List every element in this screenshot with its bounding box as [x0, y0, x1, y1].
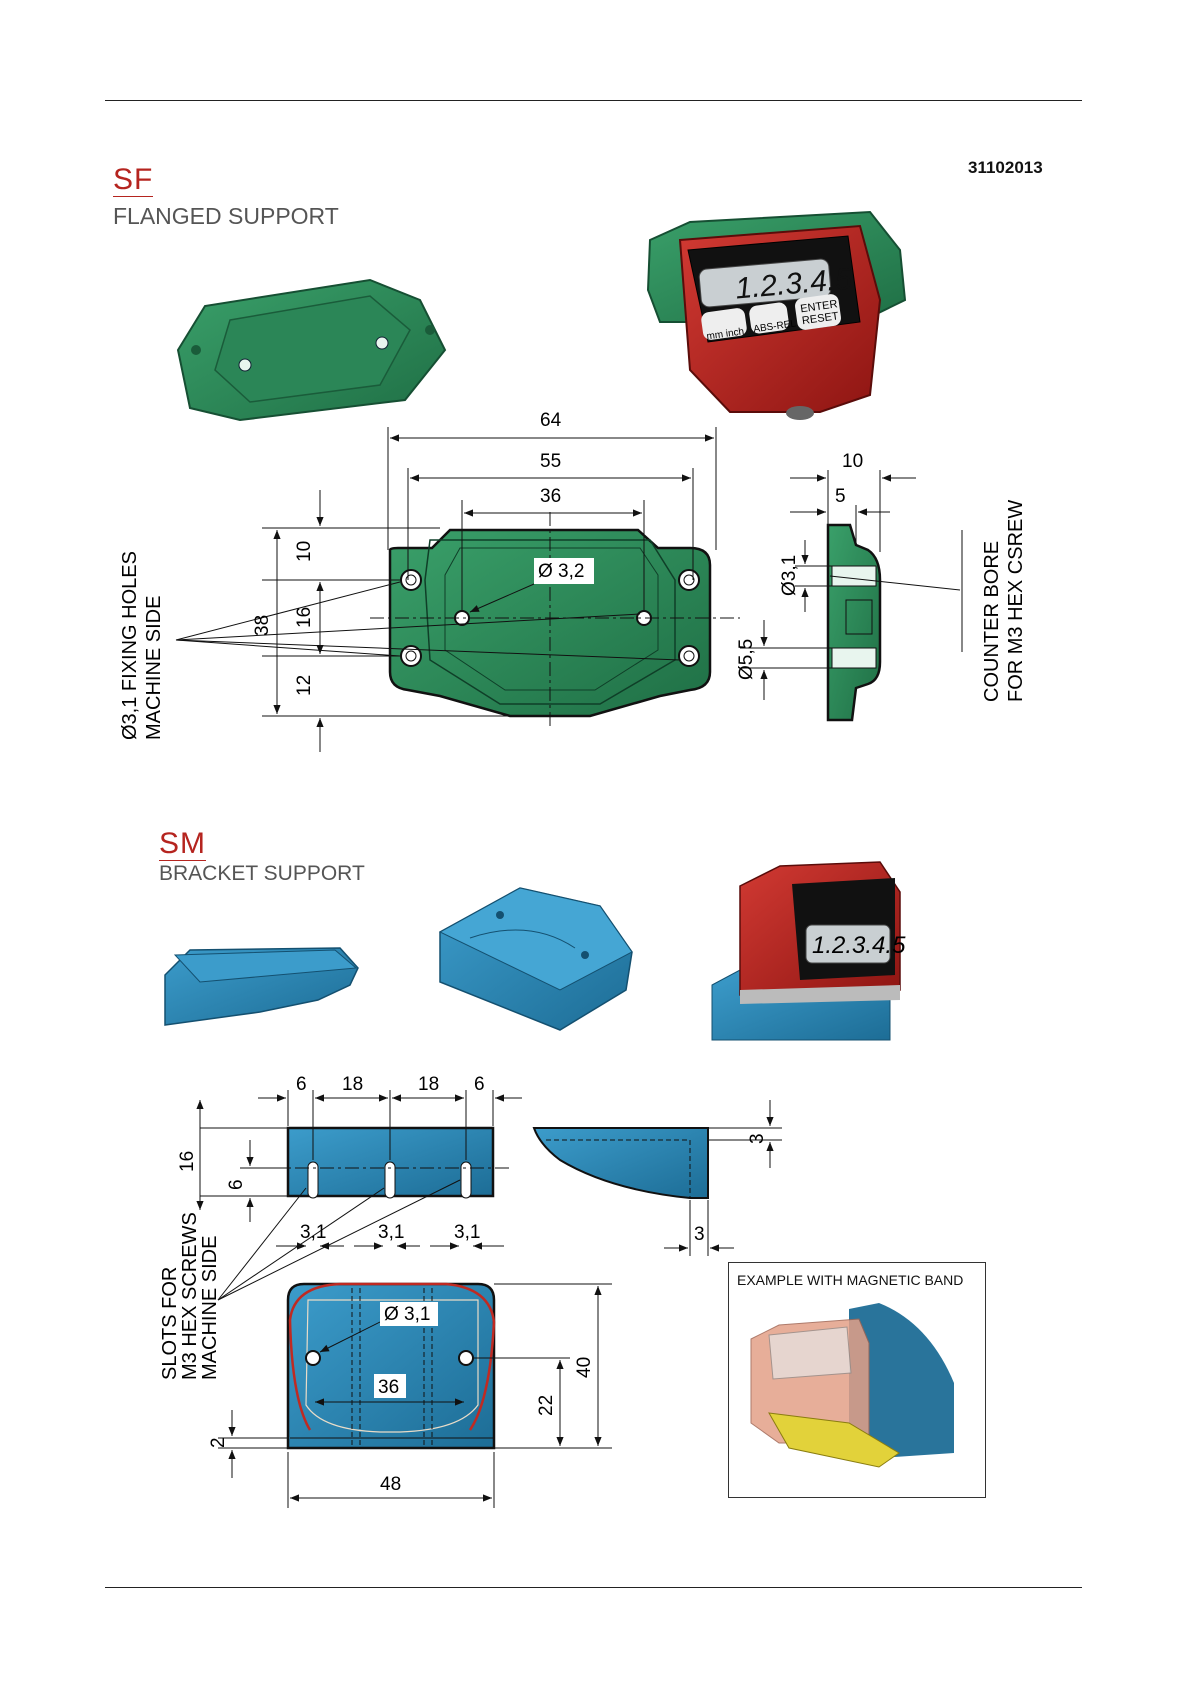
sm-side-dim-3a: 3 — [747, 1133, 768, 1144]
sf-side-dim-d55: Ø5,5 — [736, 639, 757, 680]
sf-dim-38: 38 — [252, 615, 273, 636]
sm-dim-48: 48 — [380, 1474, 401, 1495]
sm-dim-40: 40 — [574, 1357, 595, 1378]
sm-dim-slot-b: 3,1 — [378, 1222, 404, 1243]
sm-dim-36: 36 — [378, 1377, 399, 1398]
sf-side-dim-5: 5 — [835, 486, 846, 507]
magnetic-band-example: EXAMPLE WITH MAGNETIC BAND — [728, 1262, 986, 1498]
sm-top-dimensions — [218, 1283, 612, 1508]
sf-note-machine-side: MACHINE SIDE — [143, 596, 165, 740]
sf-dim-55: 55 — [540, 451, 561, 472]
inset-illustration — [750, 1303, 954, 1468]
top-rule — [105, 100, 1082, 101]
sf-dim-hole-d32: Ø 3,2 — [538, 561, 584, 582]
sf-display-3d: 1.2.3.4.5 mm inch ABS-REL ENTER RESET — [646, 210, 907, 420]
sf-dim-10: 10 — [294, 541, 315, 562]
sm-dim-slot-a: 3,1 — [300, 1222, 326, 1243]
sm-bracket-3d-side — [164, 947, 359, 1026]
section-sm-title: BRACKET SUPPORT — [159, 862, 365, 885]
sf-front-view — [370, 512, 740, 730]
sf-btn-enter: ENTER — [800, 298, 839, 315]
sm-dim-18b: 18 — [418, 1074, 439, 1095]
sm-bracket-3d-top — [438, 887, 633, 1031]
sm-side-dim-3b: 3 — [694, 1224, 705, 1245]
sm-dim-6b: 6 — [474, 1074, 485, 1095]
bottom-rule — [105, 1587, 1082, 1588]
sf-note-m3-screw: FOR M3 HEX CSREW — [1005, 500, 1027, 702]
sf-side-dim-10: 10 — [842, 451, 863, 472]
section-sf-title: FLANGED SUPPORT — [113, 203, 339, 229]
sf-btn-unit: mm inch — [706, 326, 745, 342]
sm-dim-6: 6 — [226, 1179, 247, 1190]
section-sm-code: SM — [159, 827, 206, 861]
sm-dim-22: 22 — [536, 1395, 557, 1416]
sm-side-view — [532, 1127, 709, 1199]
sf-dim-64: 64 — [540, 410, 562, 431]
sf-note-fixing-holes: Ø3,1 FIXING HOLES — [119, 551, 141, 740]
sm-display-3d: 1.2.3.4.5 — [711, 861, 906, 1041]
sf-side-dimensions — [740, 470, 963, 700]
sf-side-dim-d31: Ø3,1 — [779, 555, 800, 596]
sm-dim-16: 16 — [177, 1151, 198, 1172]
inset-title: EXAMPLE WITH MAGNETIC BAND — [737, 1272, 964, 1288]
sf-dimensions — [175, 427, 717, 752]
sm-display-digits: 1.2.3.4.5 — [812, 932, 906, 959]
sm-dim-18a: 18 — [342, 1074, 363, 1095]
sm-dim-6a: 6 — [296, 1074, 307, 1095]
sf-dim-12: 12 — [294, 675, 315, 696]
sf-note-counter-bore: COUNTER BORE — [981, 541, 1003, 702]
sf-dim-36: 36 — [540, 486, 561, 507]
sm-note-machine-side: MACHINE SIDE — [199, 1236, 221, 1380]
sf-dim-16: 16 — [294, 607, 315, 628]
document-code: 31102013 — [968, 158, 1043, 177]
sm-dim-slot-c: 3,1 — [454, 1222, 480, 1243]
sf-flange-3d-back — [176, 278, 447, 422]
section-sf-code: SF — [113, 163, 154, 197]
sm-note-slots: SLOTS FOR — [159, 1267, 181, 1380]
sm-front-dimensions — [196, 1090, 522, 1301]
sm-dim-hole-d31: Ø 3,1 — [384, 1304, 430, 1325]
sm-side-dimensions — [664, 1100, 782, 1256]
sm-note-m3: M3 HEX SCREWS — [179, 1212, 201, 1380]
sf-btn-reset: RESET — [801, 310, 839, 327]
sm-dim-2: 2 — [208, 1437, 229, 1448]
sf-side-view — [826, 523, 961, 722]
